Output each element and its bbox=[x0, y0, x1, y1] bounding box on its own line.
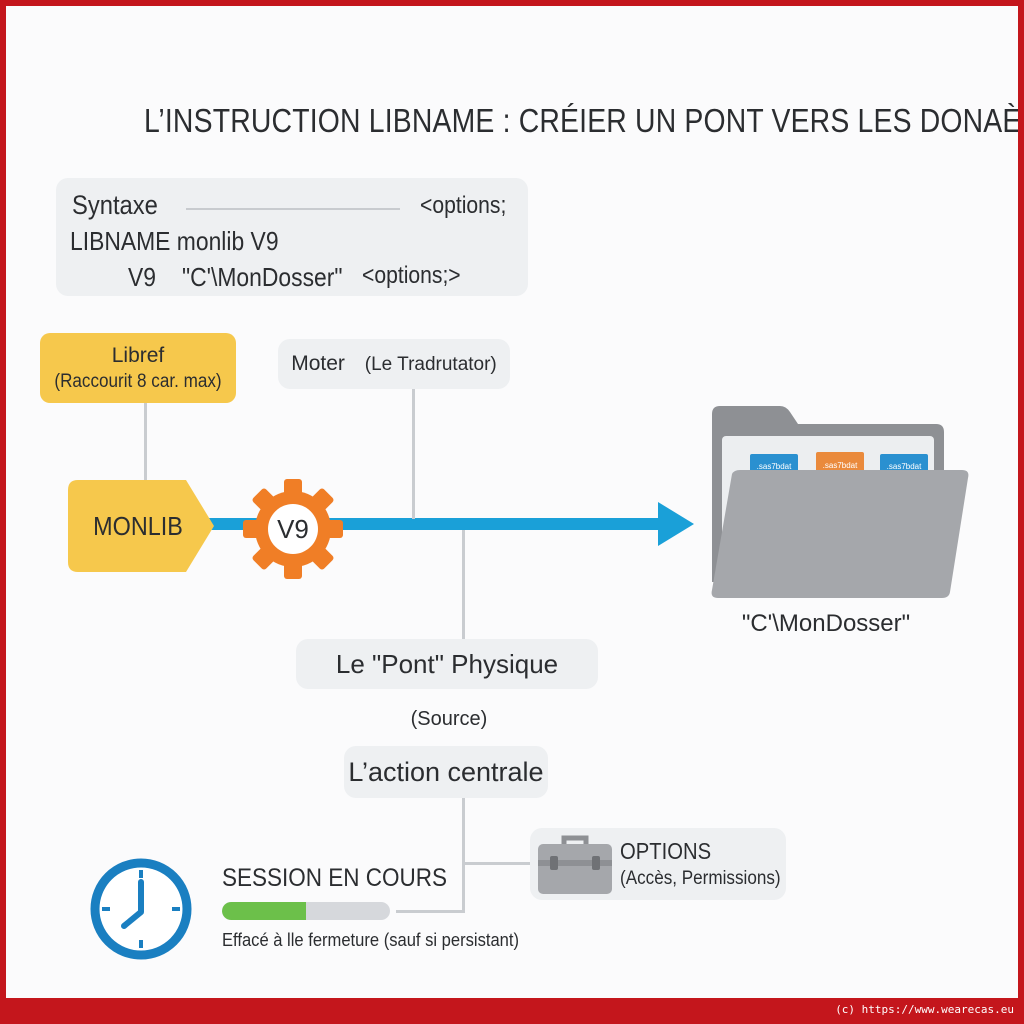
syntax-line2-engine: V9 bbox=[128, 262, 156, 292]
folder-path: "C'\MonDosser" bbox=[741, 610, 911, 637]
session-title: SESSION EN COURS bbox=[222, 864, 448, 892]
session-connector bbox=[396, 910, 465, 913]
session-progress-fill bbox=[222, 902, 306, 920]
diagram-canvas: L’INSTRUCTION LIBNAME : CRÉIER UN PONT V… bbox=[6, 6, 1018, 998]
syntax-line2-options: <options;> bbox=[362, 262, 461, 289]
syntax-line1: LIBNAME monlib V9 bbox=[70, 226, 279, 256]
engine-label-box: Moter (Le Tradrutator) bbox=[278, 339, 510, 389]
engine-connector bbox=[412, 389, 415, 519]
action-label: L’action centrale bbox=[348, 757, 544, 787]
flow-arrowhead bbox=[658, 502, 694, 546]
bridge-label-sub: (Source) bbox=[410, 708, 488, 730]
syntax-heading: Syntaxe bbox=[72, 190, 158, 220]
engine-sublabel: (Le Tradrutator) bbox=[364, 354, 497, 375]
session-progress-bar bbox=[222, 902, 390, 920]
syntax-box: Syntaxe <options; LIBNAME monlib V9 V9 "… bbox=[56, 178, 528, 296]
syntax-divider bbox=[186, 208, 400, 210]
options-connector bbox=[464, 862, 532, 865]
syntax-line2-path: "C'\MonDosser" bbox=[182, 262, 343, 292]
libref-connector bbox=[144, 403, 147, 483]
monlib-tag bbox=[68, 480, 214, 572]
file-chip-2-label: .sas7bdat bbox=[822, 461, 858, 470]
libref-subtitle: (Raccourit 8 car. max) bbox=[54, 371, 222, 392]
file-chip-1-label: .sas7bdat bbox=[756, 462, 792, 471]
gear-icon bbox=[243, 479, 343, 579]
clock-icon bbox=[90, 858, 192, 960]
bridge-label-box: Le "Pont" Physique (Source) bbox=[296, 639, 598, 730]
options-title: OPTIONS bbox=[620, 838, 712, 864]
engine-value: V9 bbox=[277, 514, 309, 544]
options-box: OPTIONS (Accès, Permissions) bbox=[530, 828, 786, 900]
libref-label-box: Libref (Raccourit 8 car. max) bbox=[40, 333, 236, 403]
action-connector bbox=[462, 798, 465, 912]
toolbox-icon bbox=[538, 835, 612, 894]
session-note: Effacé à lle fermeture (sauf si persista… bbox=[222, 930, 519, 950]
file-chip-3-label: .sas7bdat bbox=[886, 462, 922, 471]
action-label-box: L’action centrale bbox=[344, 746, 548, 798]
syntax-options-top: <options; bbox=[420, 192, 507, 219]
libref-title: Libref bbox=[111, 344, 165, 367]
folder-front-icon bbox=[711, 470, 969, 598]
bridge-connector bbox=[462, 530, 465, 640]
options-subtitle: (Accès, Permissions) bbox=[620, 868, 781, 889]
copyright-text: (c) https://www.wearecas.eu bbox=[835, 1003, 1014, 1016]
monlib-text: MONLIB bbox=[93, 511, 183, 541]
page-title: L’INSTRUCTION LIBNAME : CRÉIER UN PONT V… bbox=[144, 102, 1018, 139]
bridge-label-main: Le "Pont" Physique bbox=[335, 649, 559, 679]
engine-label: Moter bbox=[291, 352, 345, 375]
